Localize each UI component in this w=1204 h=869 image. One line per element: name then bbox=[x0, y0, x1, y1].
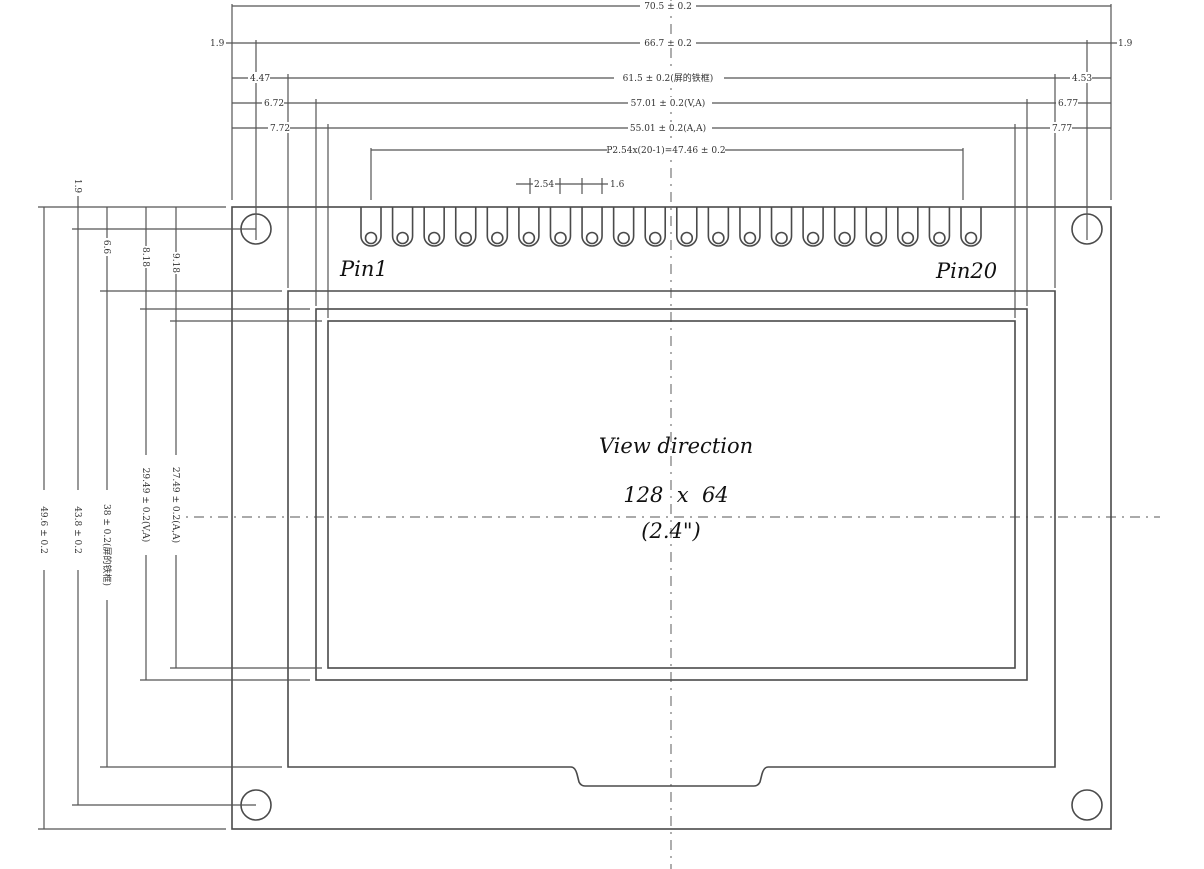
view-direction-label: View direction bbox=[599, 434, 753, 458]
dim-overall-height: 49.6 ± 0.2 bbox=[38, 207, 50, 829]
svg-text:9.18: 9.18 bbox=[170, 253, 180, 273]
svg-text:1.6: 1.6 bbox=[610, 180, 625, 190]
svg-text:1.9: 1.9 bbox=[72, 179, 82, 194]
dim-active-area-height: 27.49 ± 0.2(A,A) 9.18 bbox=[170, 207, 182, 668]
dim-overall-width: 70.5 ± 0.2 bbox=[232, 1, 1111, 12]
dim-frame-width: 61.5 ± 0.2(屏的铁框) 4.47 4.53 bbox=[232, 72, 1111, 84]
pin-pad bbox=[360, 207, 382, 247]
svg-text:4.47: 4.47 bbox=[250, 74, 270, 84]
pin1-label: Pin1 bbox=[339, 257, 388, 281]
svg-text:2.54: 2.54 bbox=[534, 180, 554, 190]
dim-pin-pitch: 2.54 1.6 bbox=[516, 178, 625, 194]
svg-text:P2.54x(20-1)=47.46 ± 0.2: P2.54x(20-1)=47.46 ± 0.2 bbox=[606, 145, 725, 156]
dim-active-area-width: 55.01 ± 0.2(A,A) 7.72 7.77 bbox=[232, 122, 1111, 134]
pin-pad bbox=[960, 207, 982, 247]
svg-text:38 ± 0.2(屏的铁框): 38 ± 0.2(屏的铁框) bbox=[101, 504, 113, 586]
svg-text:49.6 ± 0.2: 49.6 ± 0.2 bbox=[38, 506, 48, 554]
active-area bbox=[327, 320, 1016, 669]
pin-pad bbox=[865, 207, 888, 247]
pin-pad bbox=[739, 207, 761, 247]
dim-viewing-area-height: 29.49 ± 0.2(V,A) 8.18 bbox=[140, 207, 152, 680]
pin-pad bbox=[802, 207, 824, 247]
svg-text:6.72: 6.72 bbox=[264, 99, 284, 109]
dim-frame-height: 38 ± 0.2(屏的铁框) 6.6 bbox=[101, 207, 113, 767]
svg-text:4.53: 4.53 bbox=[1072, 74, 1092, 84]
mounting-hole-bottom-right bbox=[1071, 789, 1103, 821]
pin-pad bbox=[423, 207, 445, 247]
pcb-outline bbox=[231, 206, 1112, 830]
pin-pad bbox=[454, 207, 477, 247]
pin-pad bbox=[897, 207, 919, 247]
dim-viewing-area-width: 57.01 ± 0.2(V,A) 6.72 6.77 bbox=[232, 97, 1111, 109]
svg-text:1.9: 1.9 bbox=[1118, 39, 1133, 49]
pin-pad bbox=[675, 207, 698, 247]
svg-text:57.01 ± 0.2(V,A): 57.01 ± 0.2(V,A) bbox=[631, 98, 706, 109]
svg-text:66.7 ± 0.2: 66.7 ± 0.2 bbox=[644, 39, 692, 49]
dim-hole-spacing-vertical: 43.8 ± 0.2 1.9 bbox=[72, 179, 84, 805]
metal-frame-outline bbox=[287, 290, 1056, 787]
svg-text:7.77: 7.77 bbox=[1052, 124, 1072, 134]
pin-pad bbox=[486, 207, 509, 247]
pin-pad bbox=[518, 207, 540, 247]
pin-pad bbox=[391, 207, 414, 247]
pin-pad bbox=[770, 207, 793, 247]
svg-text:70.5 ± 0.2: 70.5 ± 0.2 bbox=[644, 2, 692, 12]
dim-hole-spacing-horizontal: 66.7 ± 0.2 1.9 1.9 bbox=[210, 37, 1133, 49]
svg-text:8.18: 8.18 bbox=[140, 247, 150, 267]
viewing-area bbox=[315, 308, 1028, 681]
pin-pad bbox=[549, 207, 572, 247]
pin-pad bbox=[833, 207, 856, 247]
svg-text:6.77: 6.77 bbox=[1058, 99, 1078, 109]
pin20-label: Pin20 bbox=[935, 259, 997, 283]
svg-text:27.49 ± 0.2(A,A): 27.49 ± 0.2(A,A) bbox=[170, 467, 181, 543]
pin-pad bbox=[707, 207, 730, 247]
pin-pad bbox=[612, 207, 635, 247]
pin-header bbox=[360, 207, 982, 247]
svg-text:55.01 ± 0.2(A,A): 55.01 ± 0.2(A,A) bbox=[630, 123, 706, 134]
pin-pad bbox=[928, 207, 951, 247]
svg-text:61.5 ± 0.2(屏的铁框): 61.5 ± 0.2(屏的铁框) bbox=[623, 72, 714, 84]
pin-pad bbox=[644, 207, 667, 247]
svg-text:43.8 ± 0.2: 43.8 ± 0.2 bbox=[72, 506, 82, 554]
svg-text:7.72: 7.72 bbox=[270, 124, 290, 134]
pin-pad bbox=[581, 207, 603, 247]
svg-text:1.9: 1.9 bbox=[210, 39, 225, 49]
dim-pin-span: P2.54x(20-1)=47.46 ± 0.2 bbox=[370, 144, 964, 200]
svg-text:6.6: 6.6 bbox=[101, 240, 111, 255]
svg-text:29.49 ± 0.2(V,A): 29.49 ± 0.2(V,A) bbox=[140, 468, 151, 543]
screen-size-label: (2.4") bbox=[641, 519, 700, 543]
resolution-label: 128 x 64 bbox=[623, 483, 728, 507]
